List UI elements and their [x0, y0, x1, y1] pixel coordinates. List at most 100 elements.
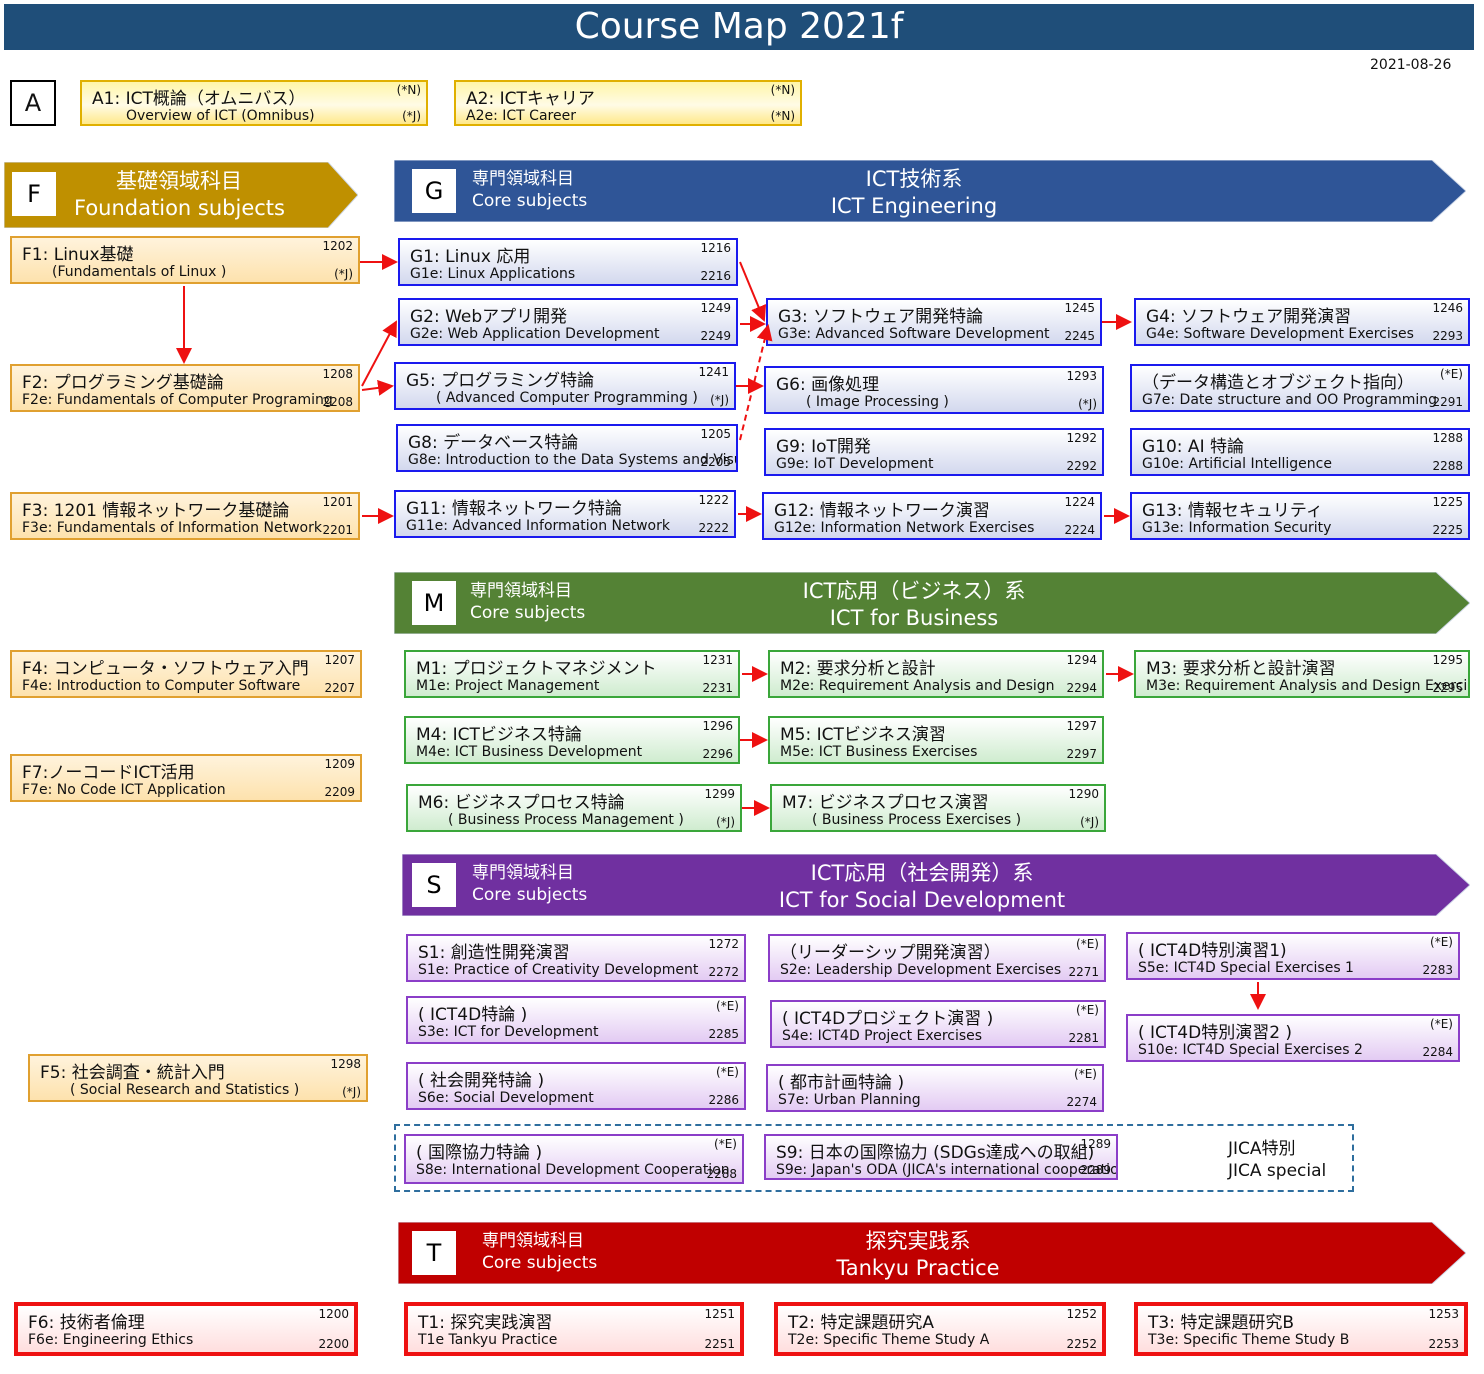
course-code-jp: 1296: [702, 719, 733, 733]
course-a1[interactable]: A1: ICT概論（オムニバス）Overview of ICT (Omnibus…: [80, 80, 428, 126]
course-code-jp: (*E): [1440, 367, 1463, 381]
prerequisite-arrow: [361, 320, 397, 387]
course-m6[interactable]: M6: ビジネスプロセス特論( Business Process Managem…: [406, 784, 742, 832]
course-code-jp: 1299: [704, 787, 735, 801]
course-title-en: S9e: Japan's ODA (JICA's international c…: [776, 1162, 1118, 1178]
course-code-en: (*N): [770, 109, 795, 123]
course-code-en: (*J): [1080, 815, 1099, 829]
course-title-jp: G10: AI 特論: [1142, 437, 1244, 457]
course-code-jp: (*E): [1076, 937, 1099, 951]
course-title-en: M4e: ICT Business Development: [416, 744, 643, 760]
course-title-jp: S9: 日本の国際協力 (SDGs達成への取組): [776, 1143, 1095, 1163]
course-code-en: 2249: [700, 329, 731, 343]
course-code-jp: (*E): [1430, 1017, 1453, 1031]
course-title-jp: G9: IoT開発: [776, 437, 871, 457]
course-title-jp: ( 国際協力特論 ): [416, 1143, 543, 1163]
course-s10[interactable]: ( ICT4D特別演習2 )S10e: ICT4D Special Exerci…: [1126, 1014, 1460, 1062]
course-title-jp: F7:ノーコードICT活用: [22, 763, 195, 783]
course-title-en: G1e: Linux Applications: [410, 266, 576, 282]
course-g5[interactable]: G5: プログラミング特論( Advanced Computer Program…: [394, 362, 736, 410]
course-code-en: 2288: [1432, 459, 1463, 473]
section-s-sub-en: Core subjects: [472, 885, 588, 905]
course-title-jp: G11: 情報ネットワーク特論: [406, 499, 622, 519]
course-title-jp: M2: 要求分析と設計: [780, 659, 936, 679]
course-title-jp: M1: プロジェクトマネジメント: [416, 659, 657, 679]
course-title-en: ( Advanced Computer Programming ): [436, 390, 698, 406]
course-code-jp: 1200: [318, 1307, 349, 1321]
course-title-jp: G13: 情報セキュリティ: [1142, 501, 1323, 521]
course-code-jp: 1222: [698, 493, 729, 507]
course-code-jp: 1292: [1066, 431, 1097, 445]
course-s2[interactable]: （リーダーシップ開発演習）S2e: Leadership Development…: [768, 934, 1106, 982]
course-code-en: 2285: [708, 1027, 739, 1041]
course-m7[interactable]: M7: ビジネスプロセス演習( Business Process Exercis…: [770, 784, 1106, 832]
course-title-jp: S1: 創造性開発演習: [418, 943, 570, 963]
course-s3[interactable]: ( ICT4D特論 )S3e: ICT for Development(*E)2…: [406, 996, 746, 1044]
course-title-jp: F6: 技術者倫理: [28, 1313, 145, 1333]
section-m-title-jp: ICT応用（ビジネス）系: [802, 579, 1026, 603]
course-s9[interactable]: S9: 日本の国際協力 (SDGs達成への取組)S9e: Japan's ODA…: [764, 1134, 1118, 1180]
course-code-en: 2292: [1066, 459, 1097, 473]
prerequisite-arrow: [739, 261, 767, 322]
course-s8[interactable]: ( 国際協力特論 )S8e: International Development…: [404, 1134, 744, 1184]
course-code-en: 2231: [702, 681, 733, 695]
course-s7[interactable]: ( 都市計画特論 )S7e: Urban Planning(*E)2274: [766, 1064, 1104, 1112]
course-title-en: (Fundamentals of Linux ): [52, 264, 227, 280]
section-f-title-en: Foundation subjects: [74, 196, 285, 220]
section-s-title-jp: ICT応用（社会開発）系: [810, 861, 1034, 885]
course-code-en: 2293: [1432, 329, 1463, 343]
course-code-en: 2271: [1068, 965, 1099, 979]
course-s6[interactable]: ( 社会開発特論 )S6e: Social Development(*E)228…: [406, 1062, 746, 1110]
section-m-title-en: ICT for Business: [829, 606, 999, 630]
course-f1[interactable]: F1: Linux基礎(Fundamentals of Linux )1202(…: [10, 236, 360, 284]
course-g7[interactable]: （データ構造とオブジェクト指向）G7e: Date structure and …: [1130, 364, 1470, 412]
course-title-jp: M6: ビジネスプロセス特論: [418, 793, 625, 813]
course-title-en: M3e: Requirement Analysis and Design Exe…: [1146, 678, 1470, 694]
course-f5[interactable]: F5: 社会調査・統計入門( Social Research and Stati…: [28, 1054, 368, 1102]
course-code-en: (*J): [342, 1085, 361, 1099]
course-title-en: T1e Tankyu Practice: [418, 1332, 558, 1348]
course-title-en: Overview of ICT (Omnibus): [126, 108, 315, 124]
course-g6[interactable]: G6: 画像処理( Image Processing )1293(*J): [764, 366, 1104, 414]
course-code-en: (*J): [710, 393, 729, 407]
section-g-title-jp: ICT技術系: [865, 167, 963, 191]
section-f-title-jp: 基礎領域科目: [116, 169, 242, 193]
section-s-sub-jp: 専門領域科目: [472, 863, 574, 883]
course-code-en: 2289: [1080, 1163, 1111, 1177]
course-code-jp: (*N): [770, 83, 795, 97]
course-title-en: G7e: Date structure and OO Programming: [1142, 392, 1438, 408]
course-s4[interactable]: ( ICT4Dプロジェクト演習 )S4e: ICT4D Project Exer…: [770, 1000, 1106, 1048]
course-code-en: 2288: [706, 1167, 737, 1181]
course-s5[interactable]: ( ICT4D特別演習1)S5e: ICT4D Special Exercise…: [1126, 932, 1460, 980]
section-t-sub-en: Core subjects: [482, 1253, 598, 1273]
